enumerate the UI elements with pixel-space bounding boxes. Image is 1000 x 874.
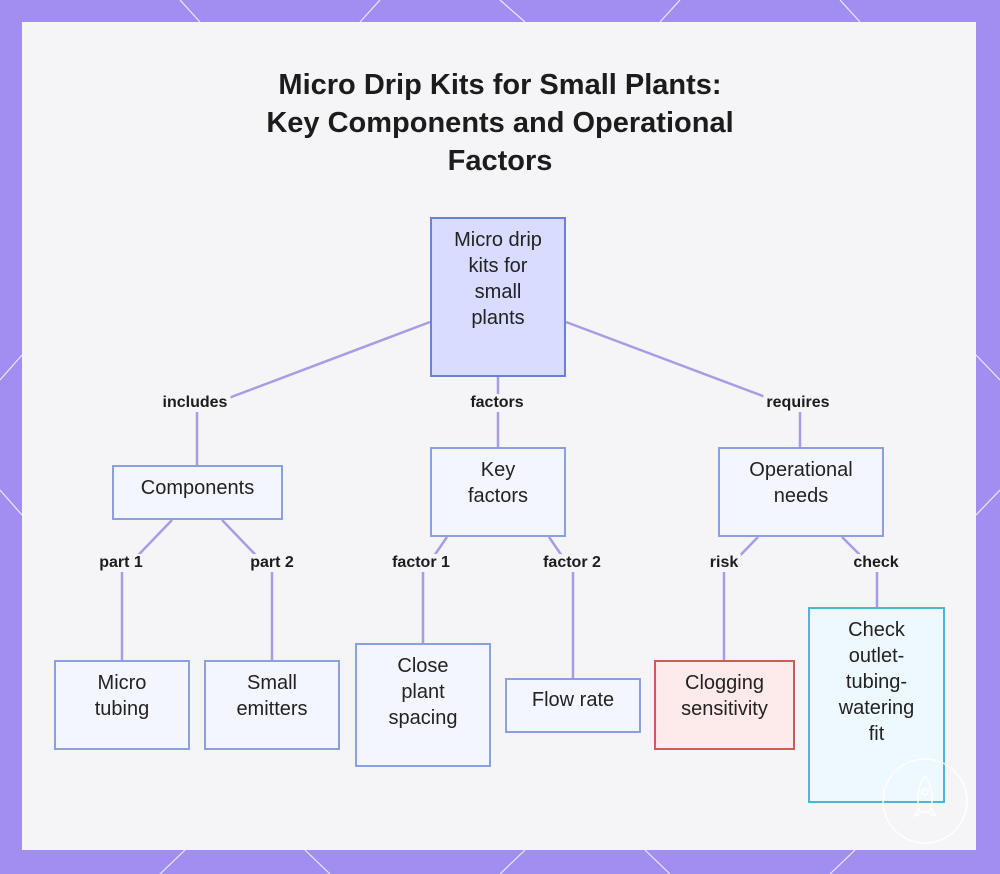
node-close-plant-spacing-label: Close plant spacing <box>388 655 458 729</box>
edge-label-part1: part 1 <box>96 554 146 572</box>
edge-label-requires: requires <box>763 394 833 412</box>
edge-label-part2: part 2 <box>247 554 297 572</box>
title-line-2: Key Components and Operational <box>266 107 734 139</box>
node-clogging-sensitivity-label: Clogging sensitivity <box>681 672 768 720</box>
node-components[interactable]: Components <box>112 465 283 520</box>
edge-label-includes: includes <box>159 394 231 412</box>
node-operational-needs-label: Operational needs <box>749 459 853 507</box>
node-operational-needs[interactable]: Operational needs <box>718 447 884 537</box>
title-line-3: Factors <box>447 145 553 177</box>
edge-part1 <box>120 519 173 660</box>
rocket-icon <box>882 758 968 844</box>
edge-requires <box>565 320 802 447</box>
node-key-factors-label: Key factors <box>467 459 529 507</box>
diagram-title: Micro Drip Kits for Small Plants: Key Co… <box>200 66 800 180</box>
edge-label-check: check <box>850 554 902 572</box>
edge-label-factors: factors <box>467 394 527 412</box>
edge-risk <box>722 536 759 660</box>
node-check-fit[interactable]: Check outlet-tubing-watering fit <box>808 607 945 803</box>
edge-check <box>841 536 879 607</box>
node-micro-tubing-label: Micro tubing <box>94 672 150 720</box>
node-root-label: Micro drip kits for small plants <box>454 229 542 329</box>
node-clogging-sensitivity[interactable]: Clogging sensitivity <box>654 660 795 750</box>
node-close-plant-spacing[interactable]: Close plant spacing <box>355 643 491 767</box>
node-micro-tubing[interactable]: Micro tubing <box>54 660 190 750</box>
node-flow-rate[interactable]: Flow rate <box>505 678 641 733</box>
edge-factor2 <box>547 536 575 678</box>
node-key-factors[interactable]: Key factors <box>430 447 566 537</box>
title-line-1: Micro Drip Kits for Small Plants: <box>278 69 722 101</box>
edge-label-factor1: factor 1 <box>389 554 453 572</box>
node-components-label: Components <box>140 477 255 499</box>
edge-includes <box>195 320 431 465</box>
node-root[interactable]: Micro drip kits for small plants <box>430 217 566 377</box>
node-check-fit-label: Check outlet-tubing-watering fit <box>838 619 915 745</box>
edge-label-factor2: factor 2 <box>540 554 604 572</box>
edge-label-risk: risk <box>706 554 742 572</box>
edge-part2 <box>221 519 274 660</box>
node-small-emitters[interactable]: Small emitters <box>204 660 340 750</box>
node-flow-rate-label: Flow rate <box>531 689 615 711</box>
edge-factor1 <box>421 536 449 643</box>
node-small-emitters-label: Small emitters <box>236 672 308 720</box>
